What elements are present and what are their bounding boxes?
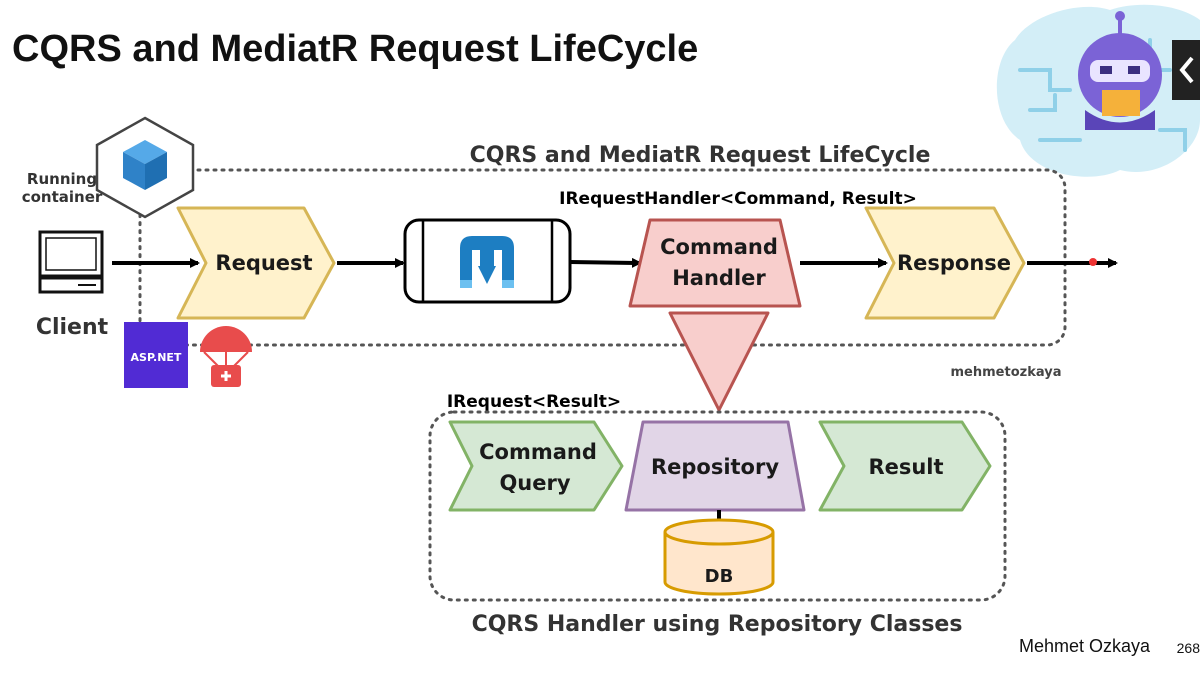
command-query-label-line1: Command: [479, 440, 597, 464]
aspnet-label: ASP.NET: [131, 351, 182, 364]
request-interface-label: IRequest<Result>: [447, 392, 621, 412]
request-label: Request: [215, 251, 312, 275]
command-handler-node[interactable]: [628, 218, 802, 308]
watermark-label: mehmetozkaya: [951, 365, 1062, 380]
monitor-icon: [38, 230, 104, 294]
container-label-line1: Running: [27, 170, 97, 188]
author-name: Mehmet Ozkaya: [1018, 636, 1150, 656]
result-label: Result: [868, 455, 943, 479]
docker-cube-icon: [95, 116, 195, 219]
parachute-icon: [200, 326, 252, 387]
top-section-frame: [138, 168, 1067, 347]
repository-label: Repository: [651, 455, 779, 479]
repository-node[interactable]: [624, 420, 806, 512]
robot-mascot-icon: [996, 4, 1200, 177]
handler-interface-label: IRequestHandler<Command, Result>: [559, 189, 917, 209]
command-handler-label-line2: Handler: [672, 266, 766, 290]
db-node[interactable]: [663, 518, 775, 596]
request-node[interactable]: [176, 206, 336, 320]
mediatr-logo-icon: [460, 236, 514, 288]
page-number: 268: [1176, 640, 1200, 656]
top-section-title: CQRS and MediatR Request LifeCycle: [470, 143, 931, 168]
command-handler-label-line1: Command: [660, 235, 778, 259]
command-query-label-line2: Query: [499, 471, 570, 495]
response-label: Response: [897, 251, 1011, 275]
result-node[interactable]: [818, 420, 992, 512]
command-query-node[interactable]: [448, 420, 624, 512]
response-node[interactable]: [864, 206, 1026, 320]
slide-title: CQRS and MediatR Request LifeCycle: [12, 28, 699, 70]
client-label: Client: [36, 315, 109, 340]
bottom-section-title: CQRS Handler using Repository Classes: [472, 612, 963, 637]
container-label-line2: container: [22, 188, 103, 206]
aspnet-logo: [124, 322, 188, 388]
db-label: DB: [705, 566, 734, 587]
bottom-section-frame: [428, 410, 1007, 602]
arrow-mediatr-handler: [569, 257, 642, 268]
response-endpoint-dot: [1089, 258, 1097, 266]
handler-expansion-triangle: [668, 311, 770, 412]
